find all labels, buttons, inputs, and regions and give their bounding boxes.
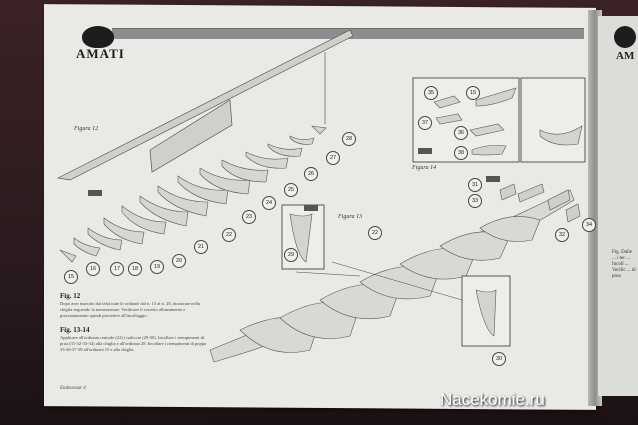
callout-32: 32	[555, 228, 569, 242]
callout-24: 24	[262, 196, 276, 210]
callout-36: 36	[454, 126, 468, 140]
fig12-caption-title: Fig. 12	[60, 292, 81, 300]
callout-22: 22	[222, 228, 236, 242]
right-page-caption: Fig. Dalle ... i ter ... Incoll ... Veri…	[612, 250, 636, 279]
next-page	[598, 16, 638, 396]
fig12-bulkheads	[59, 125, 327, 263]
fig12-keel	[56, 29, 354, 181]
callout-34: 34	[582, 218, 596, 232]
fig13-scale-mark-2	[486, 176, 500, 182]
right-page-logo-icon	[614, 26, 636, 48]
amati-ship-logo-icon	[82, 26, 114, 48]
callout-28: 28	[342, 132, 356, 146]
watermark: Nacekomie.ru	[440, 390, 545, 409]
fig14-inset-right	[520, 77, 586, 163]
callout-23: 23	[242, 210, 256, 224]
fig13-label: Figura 13	[338, 214, 363, 220]
callout-20: 20	[172, 254, 186, 268]
fig1314-caption-text: Applicare all'ordinata centrale (22) i t…	[60, 335, 207, 352]
brand-name: AMATI	[76, 46, 125, 61]
fig14-parts	[433, 87, 583, 156]
fig13-bow-fillers	[499, 183, 581, 223]
callout-38: 38	[454, 146, 468, 160]
callout-17: 17	[110, 262, 124, 276]
fig12-label: Figura 12	[74, 126, 99, 132]
callout-15: 15	[64, 270, 78, 284]
page-footer: Endeavour 4	[60, 386, 86, 391]
callout-25: 25	[284, 183, 298, 197]
callout-16: 16	[86, 262, 100, 276]
callout-26: 26	[304, 167, 318, 181]
fig14-label: Figura 14	[412, 165, 437, 171]
callout-33: 33	[468, 194, 482, 208]
callout-18: 18	[128, 262, 142, 276]
callout-27: 27	[326, 151, 340, 165]
fig14-scale-mark	[418, 148, 432, 154]
callout-19: 19	[150, 260, 164, 274]
right-page-brand: AM	[616, 50, 635, 62]
callout-37: 37	[418, 116, 432, 130]
fig12-scale-mark	[88, 190, 102, 196]
fig1314-caption-title: Fig. 13-14	[60, 326, 90, 334]
callout-fig14-15: 15	[466, 86, 480, 100]
callout-35: 35	[424, 86, 438, 100]
fig13-hull	[209, 189, 575, 363]
fig13-scale-mark	[304, 205, 318, 211]
callout-fig13-22: 22	[368, 226, 382, 240]
callout-30: 30	[492, 352, 506, 366]
callout-29: 29	[284, 248, 298, 262]
fig12-caption-text: Dopo aver marcato dai telai tutte le ord…	[60, 301, 200, 318]
callout-21: 21	[194, 240, 208, 254]
callout-31: 31	[468, 178, 482, 192]
